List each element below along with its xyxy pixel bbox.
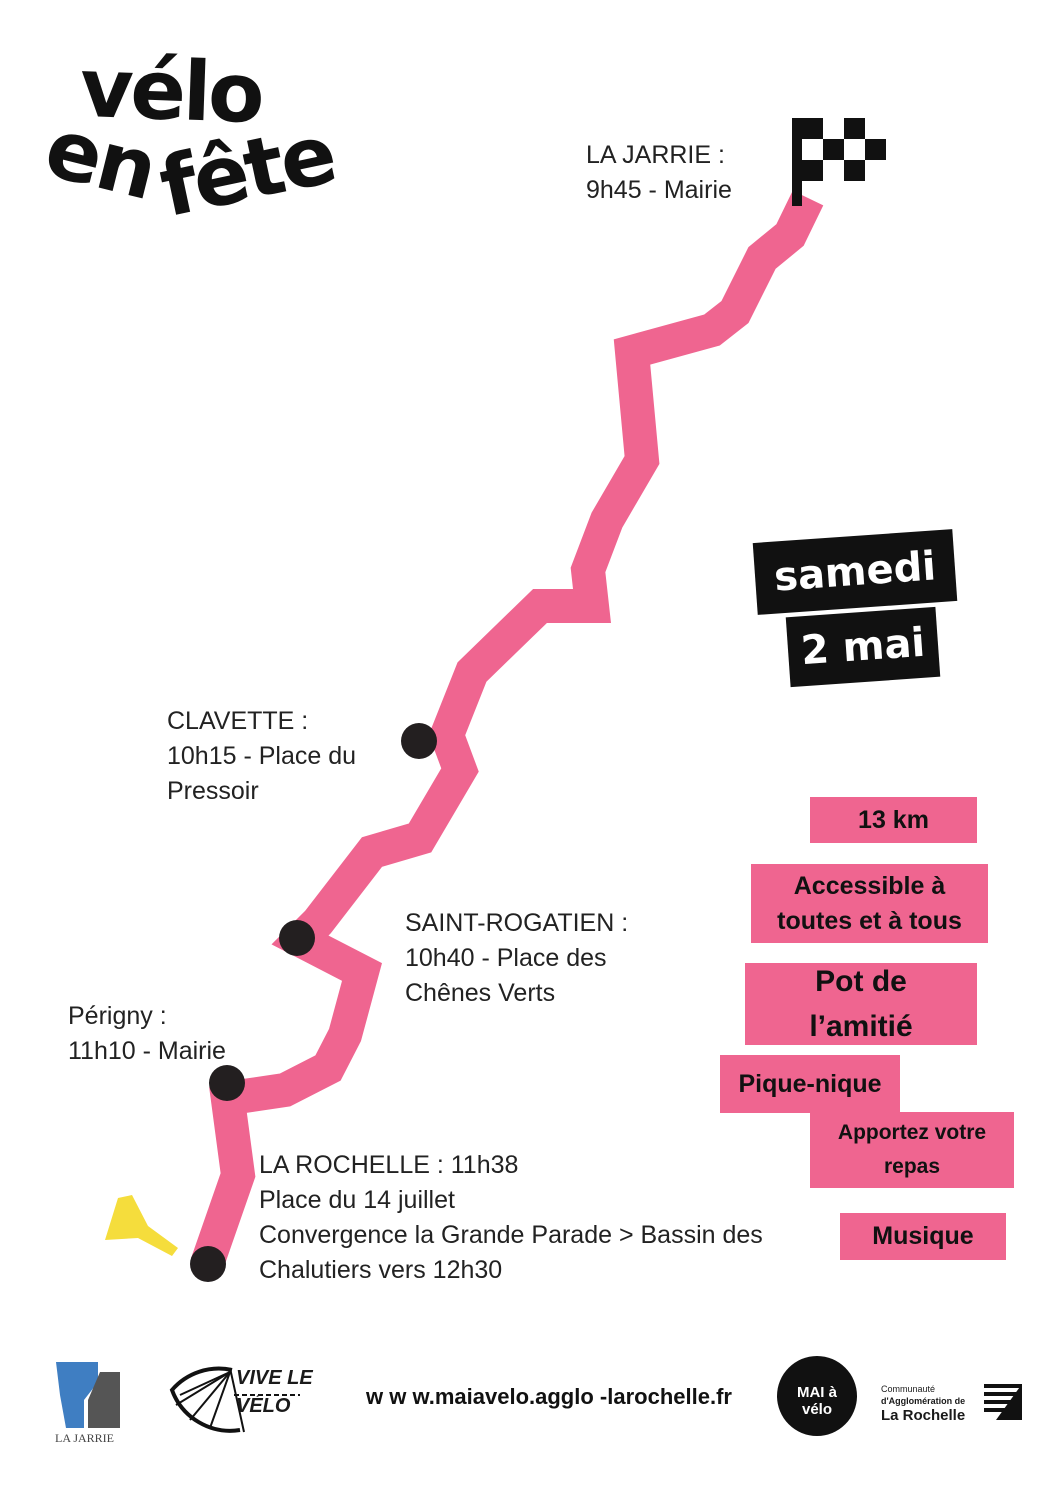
agglo-line2: d'Agglomération de [881,1396,966,1406]
stop-perigny: Périgny : 11h10 - Mairie [68,999,226,1069]
stop-saint-rogatien: SAINT-ROGATIEN : 10h40 - Place des Chênes… [405,906,628,1011]
info-picnic: Pique-nique [720,1055,900,1113]
horn-icon [105,1195,178,1256]
la-jarrie-logo [56,1362,120,1428]
stop-detail: 10h15 - Place du Pressoir [167,742,357,805]
mai-a-velo-logo [777,1356,857,1436]
stop-la-jarrie: LA JARRIE : 9h45 - Mairie [586,138,732,208]
stop-name: SAINT-ROGATIEN : [405,909,629,937]
stop-marker-clavette [401,723,437,759]
info-bring-meal: Apportez votre repas [810,1112,1014,1188]
date-date-tag: 2 mai [785,606,941,688]
stop-detail: 9h45 - Mairie [586,176,732,204]
stop-detail: 11h10 - Mairie [68,1037,226,1065]
info-pot-amitie: Pot de l’amitié [745,963,977,1045]
vive-le-velo-logo [169,1366,300,1433]
stop-name: Périgny : [68,1002,167,1030]
info-accessible: Accessible à toutes et à tous [751,864,988,943]
stop-marker-la-rochelle [190,1246,226,1282]
stop-detail: Place du 14 juillet Convergence la Grand… [259,1186,763,1284]
agglo-line1: Communauté [881,1384,936,1394]
date-day-tag: samedi [752,529,958,615]
checkered-flag-icon [792,118,886,206]
stop-marker-perigny [209,1065,245,1101]
route-line [190,190,824,1270]
vive-le-velo-label: VIVE LE VÉLO [236,1367,313,1417]
stop-name: CLAVETTE : [167,707,309,735]
website-link[interactable]: w w w.maiavelo.agglo -larochelle.fr [366,1384,732,1409]
stop-detail: 10h40 - Place des Chênes Verts [405,944,607,1007]
agglo-line3: La Rochelle [881,1407,966,1424]
stop-name: LA ROCHELLE : 11h38 [259,1151,519,1179]
info-distance: 13 km [810,797,977,843]
stop-name: LA JARRIE : [586,141,725,169]
la-jarrie-label: LA JARRIE [55,1431,115,1445]
info-music: Musique [840,1213,1006,1260]
agglo-la-rochelle-text: Communauté d'Agglomération de La Rochell… [881,1383,965,1425]
mai-a-velo-label: MAI à vélo [796,1384,837,1418]
agglo-la-rochelle-logo-mark [984,1384,1022,1420]
stop-clavette: CLAVETTE : 10h15 - Place du Pressoir [167,704,356,809]
stop-marker-saint-rogatien [279,920,315,956]
